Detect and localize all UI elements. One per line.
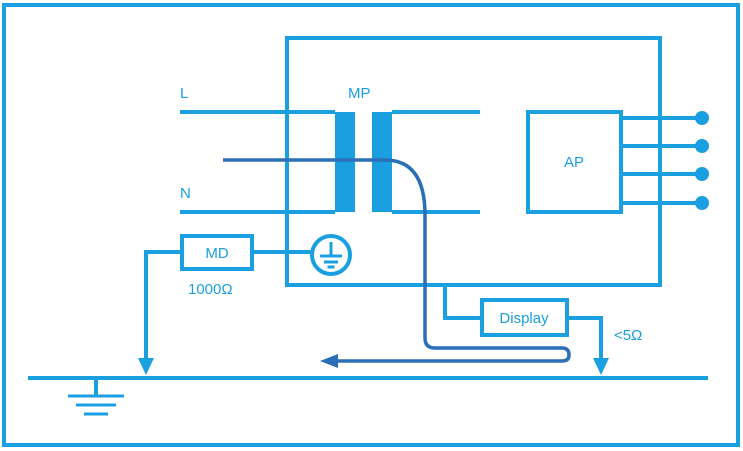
outer-frame [2, 3, 740, 447]
protective-earth-icon [310, 234, 352, 276]
ap-terminal-2 [695, 139, 709, 153]
ap-terminal-3 [695, 167, 709, 181]
transformer-core-right [372, 112, 392, 212]
transformer-core-left [335, 112, 355, 212]
earth-symbol-lines [320, 242, 342, 269]
md-ground-arrow-icon [138, 358, 154, 375]
label-line: L [180, 85, 188, 102]
leakage-current-path [223, 158, 571, 363]
display-ground-arrow-icon [593, 358, 609, 375]
enclosure-to-display-wire [443, 285, 482, 320]
ap-terminal-1 [695, 111, 709, 125]
ground-icon [68, 394, 124, 416]
applied-part-box [526, 110, 623, 214]
label-main-part: MP [348, 85, 371, 102]
md-to-ground-wire [144, 250, 182, 360]
label-neutral: N [180, 185, 191, 202]
label-applied-part: AP [564, 154, 584, 171]
ap-terminal-4 [695, 196, 709, 210]
label-md-resistance: 1000Ω [188, 281, 233, 298]
display-to-ground-wire [567, 316, 603, 360]
current-arrow-icon [320, 354, 338, 368]
label-measuring-device: MD [205, 245, 228, 262]
label-display: Display [499, 310, 549, 327]
label-ground-resistance: <5Ω [614, 327, 642, 344]
